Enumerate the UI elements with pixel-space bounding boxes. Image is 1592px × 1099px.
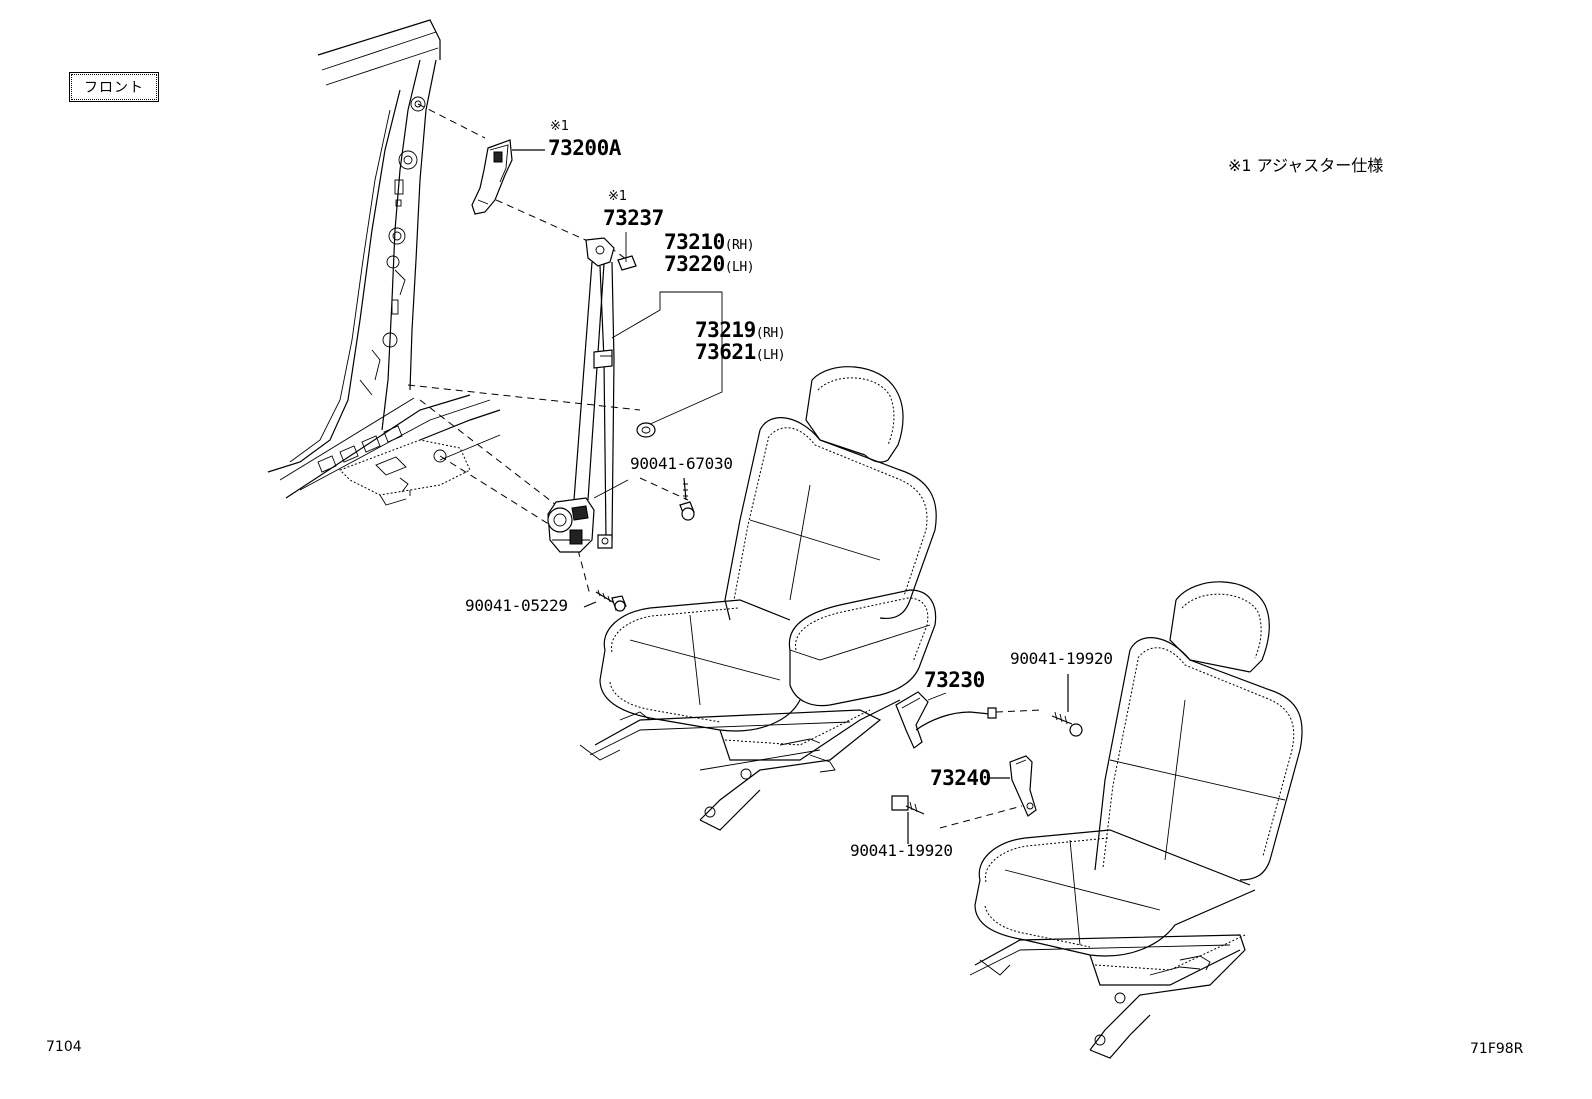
bolt-90041-19920-upper — [1051, 711, 1083, 737]
seat-belt-buckle-73230 — [895, 691, 997, 749]
b-pillar-body-panel — [267, 19, 501, 506]
front-seat-belt-assembly — [547, 232, 637, 553]
note-adjuster-spec: ※1 アジャスター仕様 — [1228, 156, 1384, 175]
bolt-90041-67030 — [679, 477, 695, 521]
part-number-73200a[interactable]: 73200A — [548, 136, 621, 160]
grommet-73219 — [636, 422, 656, 438]
front-seat-right — [579, 366, 937, 831]
part-73219-side: (RH) — [755, 326, 786, 341]
part-73210-side: (RH) — [724, 238, 755, 253]
part-number-90041-05229[interactable]: 90041-05229 — [465, 596, 568, 615]
part-73219-code: 73219 — [695, 318, 756, 342]
part-number-73210[interactable]: 73210(RH) — [664, 230, 755, 254]
bolt-90041-05229 — [595, 589, 627, 612]
part-number-73237[interactable]: 73237 — [603, 206, 664, 230]
part-number-73220[interactable]: 73220(LH) — [664, 252, 755, 276]
part-number-73230[interactable]: 73230 — [924, 668, 985, 692]
part-number-90041-19920-upper[interactable]: 90041-19920 — [1010, 649, 1113, 668]
front-seat-left — [969, 581, 1303, 1059]
diagram-number: 7104 — [46, 1039, 82, 1055]
seat-belt-buckle-73240 — [1009, 755, 1037, 817]
part-number-73219[interactable]: 73219(RH) — [695, 318, 786, 342]
part-number-90041-67030[interactable]: 90041-67030 — [630, 454, 733, 473]
part-73220-side: (LH) — [724, 260, 755, 275]
image-code: 71F98R — [1470, 1041, 1524, 1057]
part-73210-code: 73210 — [664, 230, 725, 254]
part-number-90041-19920-lower[interactable]: 90041-19920 — [850, 841, 953, 860]
part-73220-code: 73220 — [664, 252, 725, 276]
part-73621-code: 73621 — [695, 340, 756, 364]
part-73237-mark: ※1 — [608, 189, 628, 204]
part-73200a-mark: ※1 — [550, 119, 570, 134]
front-direction-label: フロント — [69, 72, 159, 102]
shoulder-adjuster-73200a — [471, 139, 513, 215]
part-73621-side: (LH) — [755, 348, 786, 363]
part-number-73621[interactable]: 73621(LH) — [695, 340, 786, 364]
bolt-90041-19920-lower — [891, 795, 925, 815]
part-number-73240[interactable]: 73240 — [930, 766, 991, 790]
